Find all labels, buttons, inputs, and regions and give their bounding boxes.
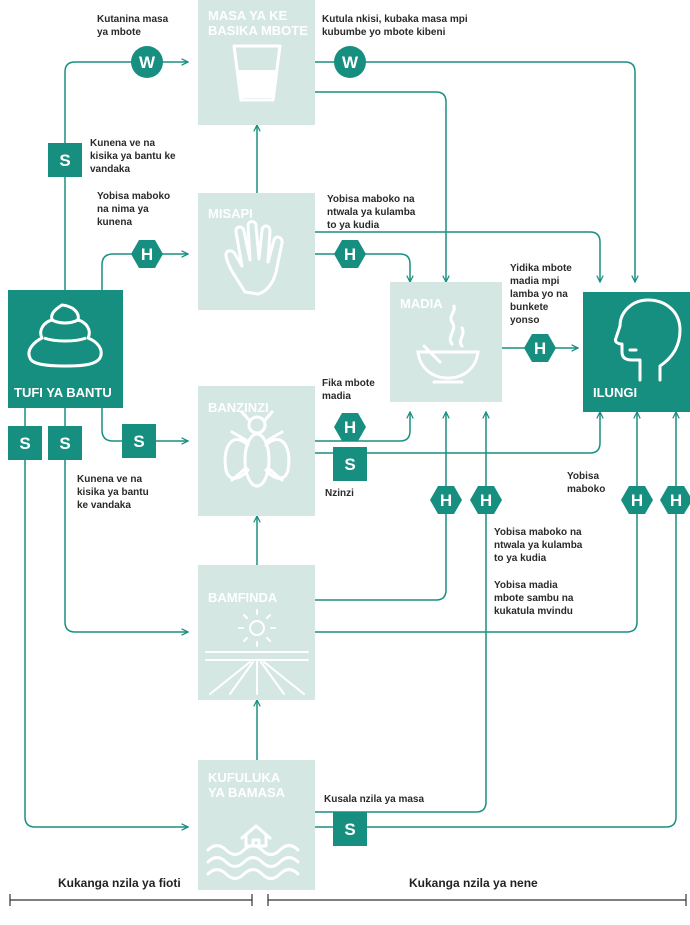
water-badge-1: W — [131, 46, 163, 78]
box-flies — [198, 386, 315, 516]
hygiene-badge-5: H — [430, 486, 462, 514]
svg-text:H: H — [344, 245, 356, 264]
fields-box-title: BAMFINDA — [208, 590, 278, 605]
svg-text:S: S — [133, 432, 144, 451]
box-hands — [198, 193, 315, 310]
sanitation-badge-6: S — [333, 812, 367, 846]
svg-text:H: H — [670, 491, 682, 510]
head-icon — [614, 298, 682, 382]
footer-secondary-barrier: Kukanga nzila ya nene — [409, 876, 538, 890]
svg-text:S: S — [344, 455, 355, 474]
flies-box-title: BANZINZI — [208, 400, 269, 415]
svg-text:H: H — [141, 245, 153, 264]
bowl-icon — [416, 304, 480, 384]
flood-house-icon — [206, 824, 300, 880]
svg-text:S: S — [19, 434, 30, 453]
svg-text:H: H — [631, 491, 643, 510]
poop-icon — [27, 303, 103, 368]
box-fields — [198, 565, 315, 700]
hand-icon — [224, 220, 284, 296]
annotation-wash-food: Yobisa madia mbote sambu na kukatula mvi… — [494, 580, 574, 617]
hands-box-title: MISAPI — [208, 206, 253, 221]
hygiene-badge-7: H — [621, 486, 653, 514]
annotation-wash-hands: Yobisa maboko — [567, 471, 606, 495]
annotation-flies-label: Nzinzi — [325, 488, 354, 499]
feces-box-title: TUFI YA BANTU — [14, 385, 112, 400]
glass-icon — [232, 44, 282, 102]
box-water — [198, 0, 315, 125]
svg-text:S: S — [344, 820, 355, 839]
footer-primary-barrier: Kukanga nzila ya fioti — [58, 876, 181, 890]
sanitation-badge-2: S — [8, 426, 42, 460]
annotation-treat-water: Kutula nkisi, kubaka masa mpi kubumbe yo… — [322, 14, 468, 38]
svg-text:H: H — [534, 339, 546, 358]
hygiene-badge-6: H — [470, 486, 502, 514]
hygiene-badge-8: H — [660, 486, 690, 514]
water-box-title: MASA YA KE BASIKA MBOTE — [208, 8, 308, 38]
annotation-cover-keep-food: Yidika mbote madia mpi lamba yo na bunke… — [510, 263, 572, 326]
sanitation-badge-4: S — [122, 424, 156, 458]
annotation-wash-before-food-2: Yobisa maboko na ntwala ya kulamba to ya… — [494, 527, 583, 564]
box-feces — [8, 290, 123, 408]
svg-text:S: S — [59, 434, 70, 453]
sanitation-badge-5: S — [333, 447, 367, 481]
annotation-wash-after: Yobisa maboko na nima ya kunena — [97, 191, 171, 228]
host-box-title: ILUNGI — [593, 385, 638, 400]
annotation-boil-water: Kutanina masa ya mbote — [97, 14, 169, 38]
hygiene-badge-1: H — [131, 240, 163, 268]
hygiene-badge-2: H — [334, 240, 366, 268]
field-sun-icon — [205, 609, 309, 695]
water-badge-2: W — [334, 46, 366, 78]
annotation-toilet-mid: Kunena ve na kisika ya bantu ke vandaka — [77, 474, 149, 511]
food-box-title: MADIA — [400, 296, 443, 311]
box-floods — [198, 760, 315, 890]
sanitation-badge-1: S — [48, 143, 82, 177]
sanitation-badge-3: S — [48, 426, 82, 460]
svg-text:W: W — [139, 53, 156, 72]
svg-text:H: H — [440, 491, 452, 510]
hygiene-badge-4: H — [524, 334, 556, 362]
box-food — [390, 282, 502, 402]
annotation-wash-before-food: Yobisa maboko na ntwala ya kulamba to ya… — [327, 194, 416, 231]
fly-icon — [223, 410, 291, 488]
svg-text:W: W — [342, 53, 359, 72]
annotation-toilet-top: Kunena ve na kisika ya bantu ke vandaka — [90, 138, 176, 175]
annotation-cover-food: Fika mbote madia — [322, 378, 375, 402]
svg-text:H: H — [480, 491, 492, 510]
badges: W W S S S S S S — [8, 46, 690, 846]
floods-box-title: KUFULUKA YA BAMASA — [208, 770, 286, 800]
footer-brackets — [9, 894, 687, 906]
svg-text:H: H — [344, 418, 356, 437]
svg-text:S: S — [59, 151, 70, 170]
annotation-protect-water: Kusala nzila ya masa — [324, 794, 425, 805]
box-host — [583, 292, 690, 412]
hygiene-badge-3: H — [334, 413, 366, 441]
